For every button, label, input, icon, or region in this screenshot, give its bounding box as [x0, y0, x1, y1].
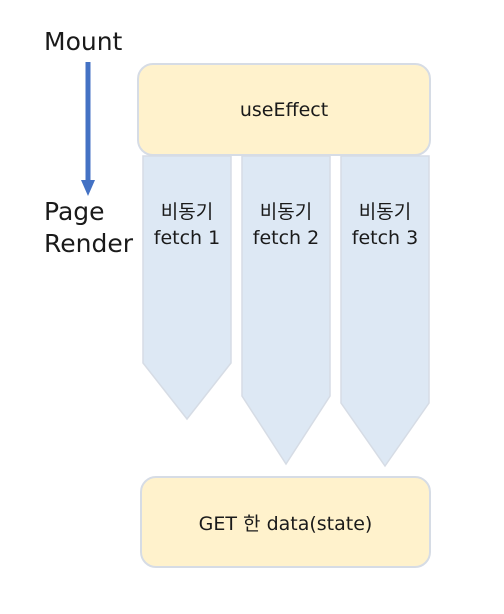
fetch-arrow-1: 비동기 fetch 1 [142, 155, 232, 421]
fetch-name-text: fetch 1 [153, 226, 221, 249]
render-label: Render [44, 229, 134, 258]
fetch-arrow-shape [241, 155, 331, 466]
fetch-type-text: 비동기 [358, 201, 412, 223]
fetch-arrow-shape [142, 155, 232, 421]
fetch-arrow-2: 비동기 fetch 2 [241, 155, 331, 466]
use-effect-box: useEffect [137, 63, 431, 156]
mount-label: Mount [44, 27, 123, 56]
fetch-name-text: fetch 2 [252, 226, 320, 249]
fetch-name-text: fetch 3 [351, 226, 419, 249]
timeline-arrow [81, 62, 95, 196]
result-data-label: GET 한 data(state) [198, 512, 373, 535]
result-data-box: GET 한 data(state) [140, 476, 431, 568]
fetch-type-text: 비동기 [160, 201, 214, 223]
page-label: Page [44, 197, 105, 226]
fetch-label: 비동기 fetch 2 [242, 200, 330, 251]
fetch-label: 비동기 fetch 3 [341, 200, 429, 251]
fetch-type-text: 비동기 [259, 201, 313, 223]
fetch-arrow-3: 비동기 fetch 3 [340, 155, 430, 468]
fetch-label: 비동기 fetch 1 [143, 200, 231, 251]
fetch-arrow-shape [340, 155, 430, 468]
use-effect-label: useEffect [239, 98, 329, 121]
